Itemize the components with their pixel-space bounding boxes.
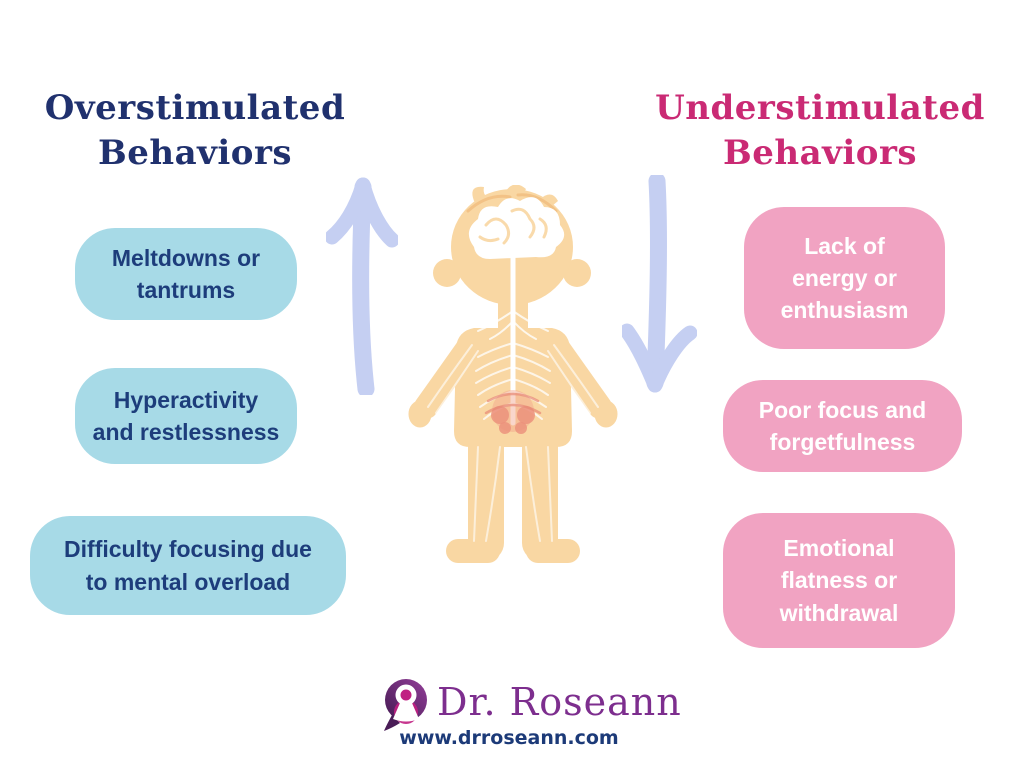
down-arrow-icon xyxy=(622,175,697,393)
speech-bubble-keyhole-icon xyxy=(384,679,427,731)
understimulated-box-poor-focus: Poor focus and forgetfulness xyxy=(723,380,962,472)
overstimulated-box-difficulty-focusing: Difficulty focusing due to mental overlo… xyxy=(30,516,346,615)
understimulated-box-emotional-flatness: Emotional flatness or withdrawal xyxy=(723,513,955,648)
overstimulated-title: Overstimulated Behaviors xyxy=(44,88,346,173)
website-url: www.drroseann.com xyxy=(399,727,619,749)
up-arrow-icon xyxy=(326,177,398,395)
pelvis-highlight xyxy=(484,390,542,434)
understimulated-box-lack-of-energy: Lack of energy or enthusiasm xyxy=(744,207,945,349)
overstimulated-box-hyperactivity: Hyperactivity and restlessness xyxy=(75,368,297,464)
understimulated-title: Understimulated Behaviors xyxy=(655,88,985,173)
brand-name: Dr. Roseann xyxy=(437,680,682,724)
child-nervous-system-illustration xyxy=(408,185,618,563)
overstimulated-box-meltdowns: Meltdowns or tantrums xyxy=(75,228,297,320)
